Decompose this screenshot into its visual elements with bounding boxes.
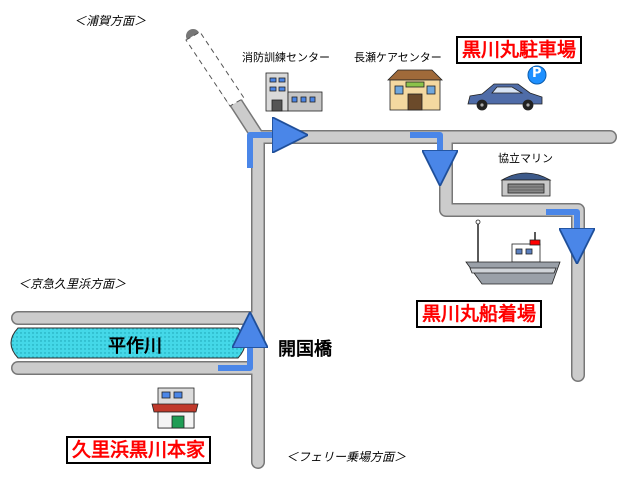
care-center-building <box>387 69 443 111</box>
direction-label-uraga: ＜浦賀方面＞ <box>74 14 147 28</box>
main-house-label: 久里浜黒川本家 <box>66 436 212 464</box>
boat-icon <box>465 219 561 285</box>
parking-lot-label: 黒川丸駐車場 <box>456 36 583 64</box>
care-center-label: 長瀬ケアセンター <box>354 51 442 64</box>
warehouse-building <box>500 172 552 197</box>
shop-building <box>151 387 199 429</box>
bridge-label: 開国橋 <box>278 339 332 360</box>
fire-training-building <box>265 72 323 112</box>
parking-sign-label: P <box>532 66 542 81</box>
car-icon <box>467 83 543 111</box>
direction-label-ferry: ＜フェリー乗場方面＞ <box>286 450 407 464</box>
fire-training-label: 消防訓練センター <box>242 51 330 64</box>
river-label: 平作川 <box>108 336 162 357</box>
parking-sign <box>527 65 547 85</box>
route-arrows <box>218 135 577 371</box>
marine-label: 協立マリン <box>498 152 553 165</box>
pier-label: 黒川丸船着場 <box>416 300 543 328</box>
direction-label-keikyu-kurihama: ＜京急久里浜方面＞ <box>18 277 127 291</box>
